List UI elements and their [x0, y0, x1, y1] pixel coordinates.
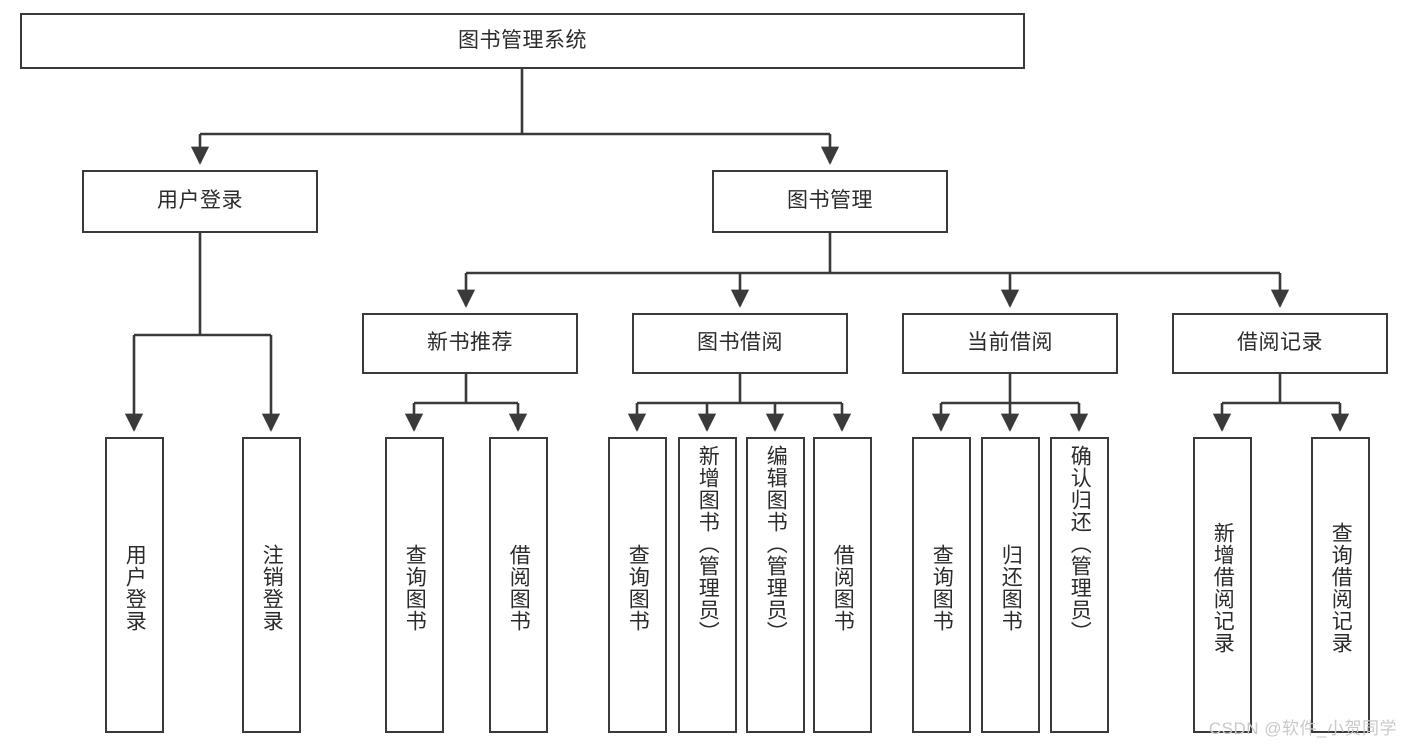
node-book-manage[interactable]: 图书管理 — [712, 170, 948, 233]
node-leaf-rec-add-label: 新增借阅记录 — [1211, 522, 1235, 654]
node-leaf-rec-borrow[interactable]: 借阅图书 — [489, 437, 548, 733]
node-leaf-borrow-edit[interactable]: 编辑图书（管理员） — [746, 437, 805, 733]
node-borrow-record[interactable]: 借阅记录 — [1172, 313, 1388, 374]
node-leaf-borrow-add-label: 新增图书（管理员） — [696, 445, 720, 643]
node-leaf-user-login[interactable]: 用户登录 — [105, 437, 164, 733]
node-leaf-borrow-lend[interactable]: 借阅图书 — [813, 437, 872, 733]
node-user-login-label: 用户登录 — [157, 189, 243, 213]
node-leaf-user-login-label: 用户登录 — [123, 544, 147, 632]
node-leaf-cur-query[interactable]: 查询图书 — [912, 437, 971, 733]
node-leaf-borrow-add[interactable]: 新增图书（管理员） — [678, 437, 737, 733]
node-leaf-rec-search[interactable]: 查询借阅记录 — [1311, 437, 1370, 733]
node-leaf-cur-confirm[interactable]: 确认归还（管理员） — [1050, 437, 1109, 733]
node-root-label: 图书管理系统 — [458, 28, 587, 52]
node-leaf-cur-confirm-label: 确认归还（管理员） — [1068, 445, 1092, 643]
node-current-borrow-label: 当前借阅 — [967, 331, 1053, 355]
node-borrow-record-label: 借阅记录 — [1237, 331, 1323, 355]
node-user-login[interactable]: 用户登录 — [82, 170, 318, 233]
node-leaf-cur-query-label: 查询图书 — [930, 544, 954, 632]
node-new-book-rec-label: 新书推荐 — [427, 331, 513, 355]
node-leaf-borrow-query-label: 查询图书 — [626, 544, 650, 632]
node-new-book-rec[interactable]: 新书推荐 — [362, 313, 578, 374]
node-leaf-rec-borrow-label: 借阅图书 — [507, 544, 531, 632]
node-leaf-borrow-lend-label: 借阅图书 — [831, 544, 855, 632]
node-root[interactable]: 图书管理系统 — [20, 13, 1025, 69]
node-leaf-user-logout-label: 注销登录 — [260, 544, 284, 632]
node-leaf-rec-query[interactable]: 查询图书 — [385, 437, 444, 733]
node-book-borrow-label: 图书借阅 — [697, 331, 783, 355]
node-leaf-rec-query-label: 查询图书 — [403, 544, 427, 632]
node-leaf-cur-return[interactable]: 归还图书 — [981, 437, 1040, 733]
node-leaf-rec-search-label: 查询借阅记录 — [1329, 522, 1353, 654]
node-book-borrow[interactable]: 图书借阅 — [632, 313, 848, 374]
node-leaf-rec-add[interactable]: 新增借阅记录 — [1193, 437, 1252, 733]
node-leaf-user-logout[interactable]: 注销登录 — [242, 437, 301, 733]
node-current-borrow[interactable]: 当前借阅 — [902, 313, 1118, 374]
node-leaf-borrow-edit-label: 编辑图书（管理员） — [764, 445, 788, 643]
node-leaf-borrow-query[interactable]: 查询图书 — [608, 437, 667, 733]
node-book-manage-label: 图书管理 — [787, 189, 873, 213]
node-leaf-cur-return-label: 归还图书 — [999, 544, 1023, 632]
